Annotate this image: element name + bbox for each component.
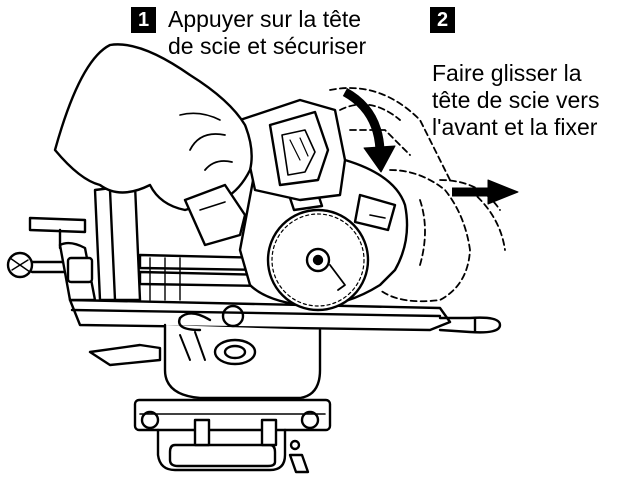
step-1-line-2: de scie et sécuriser [168, 33, 367, 59]
saw-rear-column [93, 183, 272, 302]
step-2-instruction: Faire glisser la tête de scie vers l'ava… [432, 60, 599, 141]
saw-motor-housing [238, 98, 347, 202]
step-1-line-1: Appuyer sur la tête [168, 6, 362, 32]
saw-clamp [133, 398, 332, 474]
saw-base [68, 298, 502, 334]
step-1-number: 1 [131, 7, 156, 33]
step-1-instruction: Appuyer sur la tête de scie et sécuriser [168, 6, 366, 60]
saw-handle [183, 183, 247, 247]
saw-pedestal [88, 304, 322, 400]
step-2-line-3: l'avant et la fixer [432, 114, 598, 140]
step-2-line-1: Faire glisser la [432, 60, 582, 86]
slide-forward-arrow [452, 179, 519, 205]
press-down-arrow [342, 88, 396, 173]
step-2-line-2: tête de scie vers [432, 87, 600, 113]
saw-left-fence [6, 216, 97, 302]
step-2-number: 2 [430, 7, 455, 33]
hand-illustration [53, 43, 253, 212]
